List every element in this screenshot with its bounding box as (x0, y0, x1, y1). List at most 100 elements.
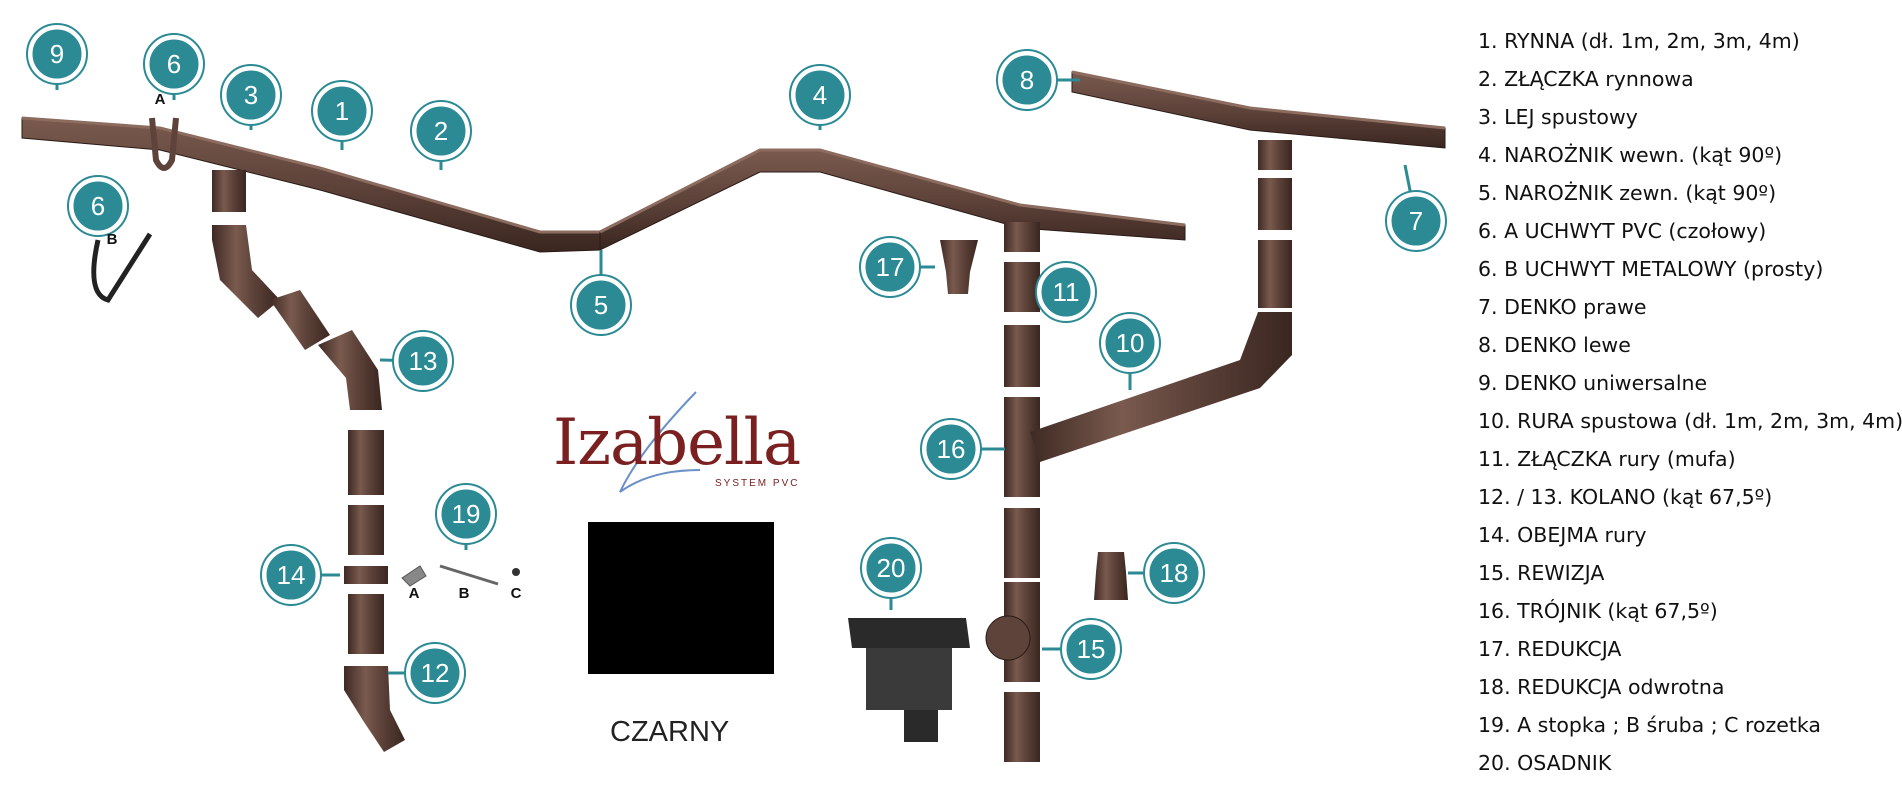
callout-badge: 17 (859, 236, 935, 298)
callout-circle (1036, 262, 1096, 322)
callout-number: 12 (421, 658, 450, 688)
callout-badge: 2 (410, 100, 472, 170)
legend-item: 18. REDUKCJA odwrotna (1478, 675, 1725, 699)
callout-number: 9 (50, 39, 64, 69)
legend-item: 16. TRÓJNIK (kąt 67,5º) (1478, 599, 1718, 623)
settling-tank-20 (848, 618, 970, 742)
callout-number: 4 (813, 80, 827, 110)
callout-circle (571, 275, 631, 335)
logo-swoosh (619, 391, 701, 493)
callout-circle (261, 545, 321, 605)
callout-badge: 9 (26, 23, 88, 90)
color-swatch (588, 522, 774, 674)
callout-number: 20 (877, 553, 906, 583)
part-sublabel: C (511, 585, 522, 602)
legend-item: 7. DENKO prawe (1478, 295, 1647, 319)
callout-circle (411, 101, 471, 161)
downpipe-center (985, 222, 1040, 762)
callout-circle (1061, 619, 1121, 679)
legend-item: 14. OBEJMA rury (1478, 523, 1647, 547)
callout-circle (405, 643, 465, 703)
downpipe-right (1030, 140, 1292, 462)
downpipe-left (212, 170, 405, 752)
callout-circle (1144, 543, 1204, 603)
callout-circle (393, 331, 453, 391)
part-sublabel: B (459, 585, 470, 602)
color-caption: CZARNY (610, 716, 730, 748)
legend-item: 9. DENKO uniwersalne (1478, 371, 1708, 395)
part-sublabel: A (409, 585, 420, 602)
callout-badge: 20 (860, 537, 922, 610)
callout-number: 19 (452, 499, 481, 529)
callout-circle (436, 484, 496, 544)
legend-item: 3. LEJ spustowy (1478, 105, 1638, 129)
callout-badge: 14 (260, 544, 340, 606)
callout-badge: 6 (67, 175, 129, 237)
callout-circle (27, 24, 87, 84)
callout-badge: 1 (311, 80, 373, 150)
callout-badge: 15 (1042, 618, 1122, 680)
legend-item: 2. ZŁĄCZKA rynnowa (1478, 67, 1694, 91)
part-sublabel: B (107, 231, 118, 248)
legend-item: 6. A UCHWYT PVC (czołowy) (1478, 219, 1767, 243)
part-sublabel: A (155, 91, 166, 108)
legend-item: 11. ZŁĄCZKA rury (mufa) (1478, 447, 1736, 471)
gutter-middle (599, 148, 1186, 251)
callout-number: 11 (1053, 277, 1080, 307)
legend-item: 12. / 13. KOLANO (kąt 67,5º) (1478, 485, 1773, 509)
callout-number: 10 (1116, 328, 1145, 358)
parts-legend: 1. RYNNA (dł. 1m, 2m, 3m, 4m) 2. ZŁĄCZKA… (1478, 26, 1902, 786)
legend-item: 1. RYNNA (dł. 1m, 2m, 3m, 4m) (1478, 29, 1800, 53)
legend-item: 6. B UCHWYT METALOWY (prosty) (1478, 257, 1824, 281)
callout-badge: 4 (789, 64, 851, 130)
legend-item: 17. REDUKCJA (1478, 637, 1622, 661)
callout-circle (861, 538, 921, 598)
callout-number: 15 (1077, 634, 1106, 664)
callout-circle (860, 237, 920, 297)
callout-number: 14 (277, 560, 306, 590)
callout-badge: 3 (220, 64, 282, 130)
hanger-metal-6b (91, 232, 153, 303)
callout-circle (1100, 313, 1160, 373)
legend-item: 19. A stopka ; B śruba ; C rozetka (1478, 713, 1821, 737)
callout-badge: 19 (435, 483, 497, 550)
callout-badge: 18 (1128, 542, 1205, 604)
brand-tagline: SYSTEM PVC (715, 478, 800, 489)
callout-badge: 8 (996, 49, 1080, 111)
reduction-18 (1094, 552, 1128, 600)
legend-item: 10. RURA spustowa (dł. 1m, 2m, 3m, 4m) (1478, 409, 1902, 433)
callout-number: 13 (409, 346, 438, 376)
callout-circle (921, 419, 981, 479)
callout-number: 2 (434, 116, 448, 146)
legend-item: 20. OSADNIK (1478, 751, 1612, 775)
callout-circle (68, 176, 128, 236)
legend-item: 5. NAROŻNIK zewn. (kąt 90º) (1478, 181, 1777, 205)
legend-item: 15. REWIZJA (1478, 561, 1605, 585)
callout-badge: 7 (1385, 164, 1447, 252)
callout-badge: 10 (1099, 312, 1161, 390)
hanger-pvc-6a (149, 117, 179, 171)
callout-number: 18 (1160, 558, 1189, 588)
callout-number: 5 (594, 290, 608, 320)
legend-item: 8. DENKO lewe (1478, 333, 1631, 357)
callout-number: 17 (876, 252, 905, 282)
callout-badge: 13 (379, 330, 454, 392)
callout-circle (312, 81, 372, 141)
gutter-right (1071, 70, 1446, 149)
callout-circle (1386, 191, 1446, 251)
callout-number: 6 (167, 49, 181, 79)
brand-logo: Izabella (553, 406, 801, 480)
reduction-17 (940, 240, 978, 294)
callout-circle (221, 65, 281, 125)
callout-circle (144, 34, 204, 94)
legend-item: 4. NAROŻNIK wewn. (kąt 90º) (1478, 143, 1783, 167)
callout-number: 3 (244, 80, 258, 110)
callout-badge: 16 (920, 418, 1005, 480)
callout-number: 1 (335, 96, 349, 126)
callout-circle (790, 65, 850, 125)
callout-number: 8 (1020, 65, 1034, 95)
callout-number: 6 (91, 191, 105, 221)
callout-badge: 11 (1035, 261, 1097, 323)
callout-circle (997, 50, 1057, 110)
